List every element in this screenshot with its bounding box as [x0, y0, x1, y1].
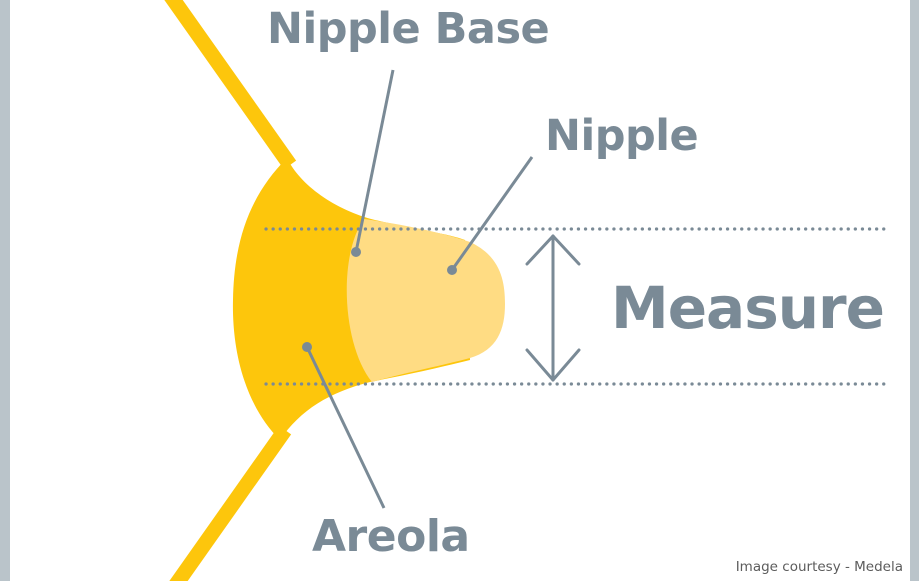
- breast-outline-upper: [164, 0, 297, 170]
- right-border-bar: [910, 0, 919, 581]
- image-credit: Image courtesy - Medela: [736, 559, 903, 575]
- label-nipple: Nipple: [545, 111, 698, 161]
- measure-double-arrow-icon: [525, 234, 581, 382]
- leader-nipple-base: [351, 69, 395, 257]
- breast-outline-lower: [169, 425, 292, 581]
- label-areola: Areola: [312, 511, 470, 562]
- nipple-shape: [346, 219, 505, 382]
- leader-nipple: [447, 156, 534, 275]
- leader-areola: [302, 342, 386, 509]
- label-nipple-base: Nipple Base: [267, 4, 549, 54]
- label-measure: Measure: [611, 274, 884, 342]
- left-border-bar: [0, 0, 10, 581]
